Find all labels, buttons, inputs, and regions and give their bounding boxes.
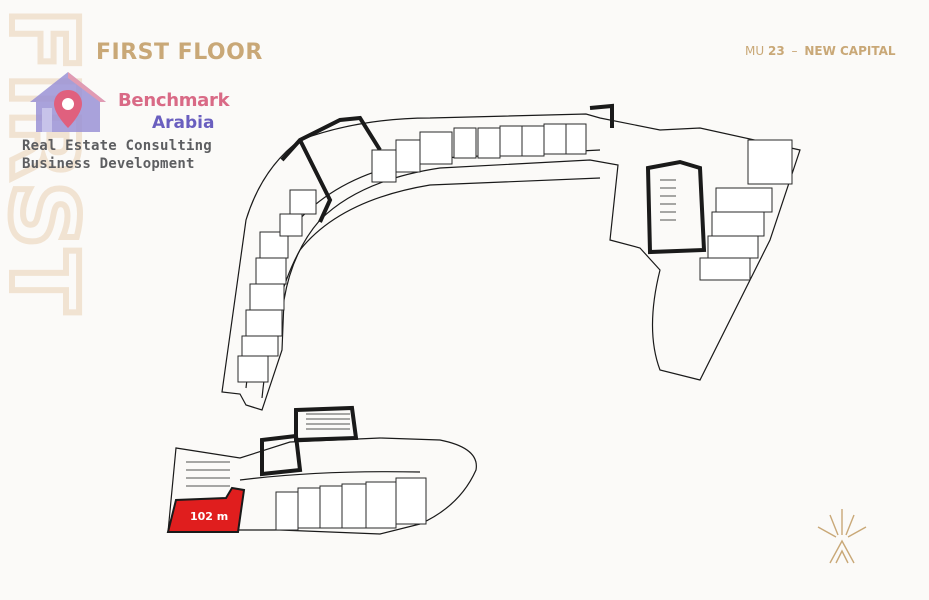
project-city: NEW CAPITAL	[804, 44, 896, 58]
project-separator: –	[791, 44, 798, 58]
highlighted-unit	[166, 486, 246, 533]
south-corridor	[239, 471, 421, 481]
brand-name: Benchmark	[118, 90, 230, 111]
highlighted-unit-label: 102 m	[190, 510, 229, 523]
tagline-line-1: Real Estate Consulting	[22, 138, 212, 154]
south-wing-units	[275, 477, 427, 531]
unit-partitions	[237, 123, 587, 383]
stair-cores	[186, 179, 676, 487]
vertical-floor-watermark: FIRST	[0, 5, 100, 318]
east-tower-units	[699, 139, 793, 281]
brand-watermark: Benchmark Arabia Real Estate Consulting …	[20, 66, 230, 176]
vertical-floor-word: FIRST	[0, 8, 97, 315]
structural-walls	[260, 103, 707, 477]
tagline-line-2: Business Development	[22, 156, 195, 172]
brand-sub: Arabia	[152, 113, 215, 133]
project-label: MU 23 – NEW CAPITAL	[745, 44, 896, 58]
project-number: 23	[767, 44, 785, 58]
floor-title: FIRST FLOOR	[96, 40, 263, 65]
house-location-pin-icon	[30, 72, 106, 132]
project-prefix: MU	[745, 44, 765, 58]
gold-star-burst-icon	[817, 509, 867, 564]
